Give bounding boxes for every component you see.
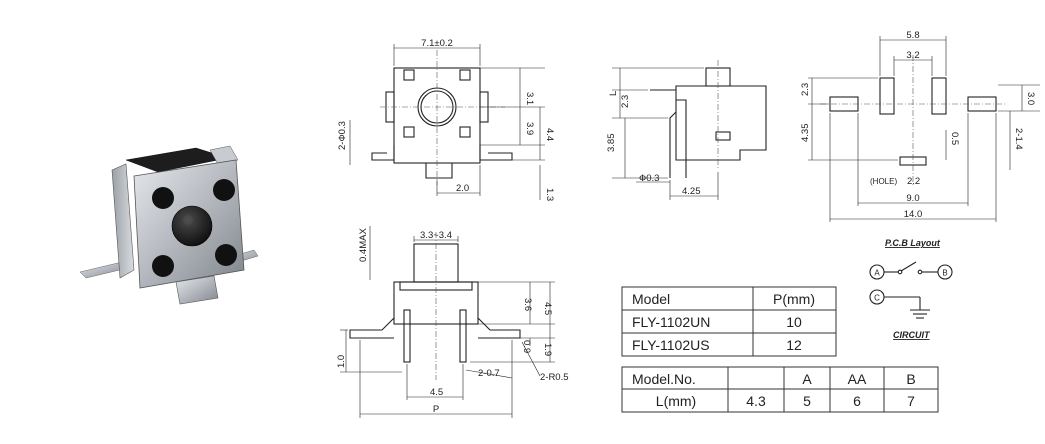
dim-0-9: 0.9 <box>521 340 532 353</box>
dim-L: L <box>608 91 619 96</box>
table1-row1-p: 10 <box>786 314 802 330</box>
dim-phi-0-3: Ф0.3 <box>639 173 659 184</box>
model-pitch-table: Model P(mm) FLY-1102UN 10 FLY-1102US 12 <box>621 286 837 357</box>
dim-2-3: 2.3 <box>620 95 631 108</box>
dim-2-1-4: 2-1.4 <box>1013 128 1024 150</box>
dim-1-3: 1.3 <box>544 188 555 201</box>
dim-2-0: 2.0 <box>456 183 469 194</box>
side-view: L 2.3 3.85 Ф0.3 4.25 <box>606 60 767 200</box>
node-b: B <box>942 269 947 278</box>
table2-header-aa: AA <box>848 371 867 387</box>
table1-header-p: P(mm) <box>773 291 815 307</box>
bottom-side-view: 3.3~3.4 0.4MAX 3.6 4.5 0.9 1.9 1.0 4.5 2… <box>336 226 569 418</box>
dim-4-25: 4.25 <box>682 186 701 197</box>
dim-14-0: 14.0 <box>904 209 923 220</box>
circuit-label: CIRCUIT <box>893 330 931 340</box>
dim-3-6: 3.6 <box>522 298 533 311</box>
dim-1-9: 1.9 <box>542 343 553 356</box>
dim-4-35: 4.35 <box>800 124 811 143</box>
pcb-layout-label: P.C.B Layout <box>885 238 941 248</box>
dim-7-1: 7.1±0.2 <box>421 38 453 49</box>
table2-row-val-a: 5 <box>803 393 811 409</box>
table2-row-val-b: 7 <box>907 393 915 409</box>
table2-header-model-no: Model.No. <box>632 371 696 387</box>
dim-4-5: 4.5 <box>542 302 553 315</box>
dim-p: P <box>433 404 439 415</box>
dim-3-1: 3.1 <box>524 92 535 105</box>
dim-2-2: 2.2 <box>907 176 920 187</box>
dim-3-0: 3.0 <box>1025 92 1036 105</box>
table1-row1-model: FLY-1102UN <box>632 314 710 330</box>
dim-1-0: 1.0 <box>336 355 347 368</box>
table2-row-val-aa: 6 <box>853 393 861 409</box>
dim-0-5: 0.5 <box>949 132 960 145</box>
table2-row-val-1: 4.3 <box>746 393 766 409</box>
dim-4-5b: 4.5 <box>430 387 443 398</box>
table1-header-model: Model <box>632 291 670 307</box>
dim-5-8: 5.8 <box>906 30 919 41</box>
dim-9-0: 9.0 <box>906 193 919 204</box>
dim-2-r0-5: 2-R0.5 <box>540 372 569 383</box>
table1-row2-model: FLY-1102US <box>632 337 710 353</box>
table1-row2-p: 12 <box>786 337 802 353</box>
dim-3-2: 3.2 <box>906 50 919 61</box>
dim-3-3-3-4: 3.3~3.4 <box>420 230 452 241</box>
pcb-layout-view: 5.8 3.2 2.3 4.35 3.0 2-1.4 0.5 (HOLE) 2.… <box>800 30 1040 248</box>
dim-2-phi: 2-Ф0.3 <box>337 121 348 150</box>
dim-0-4max: 0.4MAX <box>358 228 369 262</box>
dim-3-85: 3.85 <box>606 134 617 153</box>
switch-photo <box>79 145 259 305</box>
dim-2-3b: 2.3 <box>800 83 811 96</box>
table2-header-a: A <box>802 371 812 387</box>
model-length-table: Model.No. A AA B L(mm) 4.3 5 6 7 <box>621 366 939 413</box>
dim-4-4: 4.4 <box>544 128 555 141</box>
table2-row-label: L(mm) <box>656 393 696 409</box>
dim-3-9: 3.9 <box>524 122 535 135</box>
dim-hole: (HOLE) <box>870 177 897 186</box>
node-c: C <box>874 294 880 303</box>
circuit-diagram: A B C CIRCUIT <box>869 261 953 340</box>
dim-2-0-7: 2-0.7 <box>478 368 500 379</box>
node-a: A <box>874 269 880 278</box>
table2-header-b: B <box>906 371 915 387</box>
front-view: 7.1±0.2 3.1 3.9 4.4 2-Ф0.3 2.0 1.3 <box>337 38 555 201</box>
